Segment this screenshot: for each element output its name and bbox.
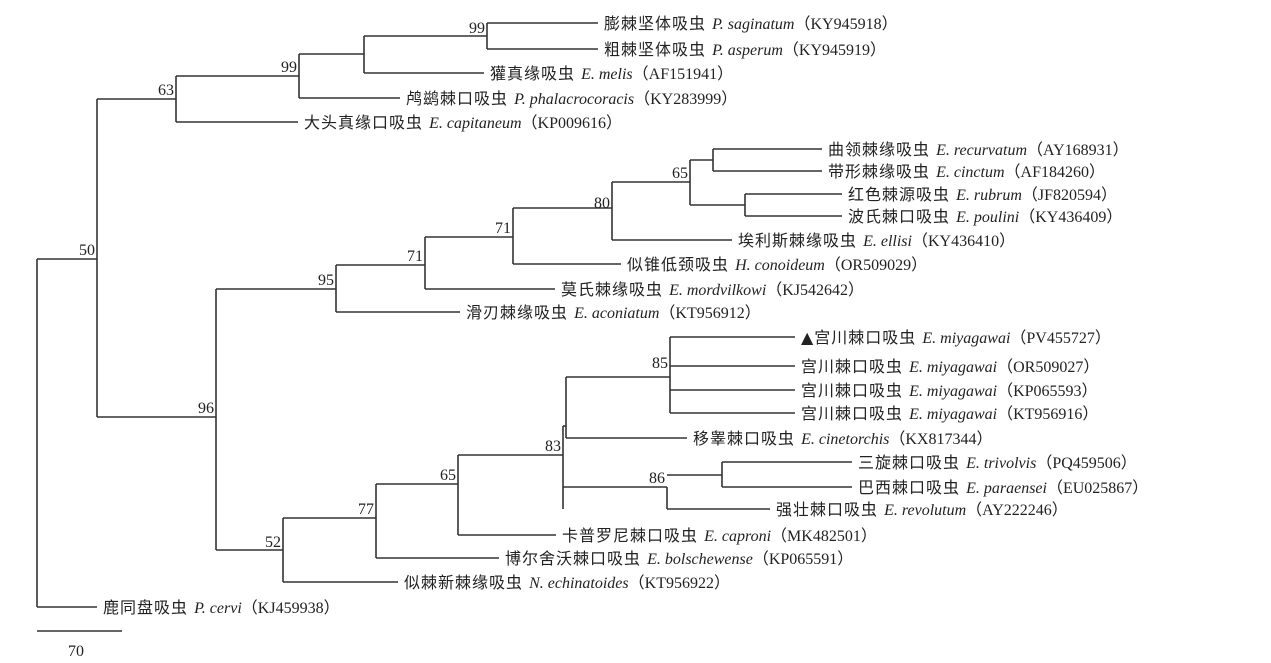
- bootstrap-value: 71: [495, 220, 511, 237]
- leaf-label: 带形棘缘吸虫 E. cinctum（AF184260）: [828, 162, 1105, 181]
- bootstrap-value: 71: [407, 248, 423, 265]
- bootstrap-value: 63: [158, 82, 174, 99]
- leaf-label: 似锥低颈吸虫 H. conoideum（OR509029）: [627, 255, 927, 274]
- bootstrap-value: 85: [652, 355, 668, 372]
- leaf-label: 三旋棘口吸虫 E. trivolvis（PQ459506）: [858, 453, 1137, 472]
- leaf-label: 波氏棘口吸虫 E. poulini（KY436409）: [848, 207, 1122, 226]
- bootstrap-value: 86: [649, 470, 665, 487]
- leaf-label: 宫川棘口吸虫 E. miyagawai（OR509027）: [801, 357, 1099, 376]
- leaf-label: 红色棘源吸虫 E. rubrum（JF820594）: [848, 185, 1117, 204]
- bootstrap-value: 80: [594, 195, 610, 212]
- bootstrap-value: 65: [440, 467, 456, 484]
- bootstrap-value: 99: [281, 59, 297, 76]
- leaf-label: 宫川棘口吸虫 E. miyagawai（KT956916）: [801, 404, 1098, 423]
- leaf-label: 似棘新棘缘吸虫 N. echinatoides（KT956922）: [404, 573, 730, 592]
- leaf-label: 埃利斯棘缘吸虫 E. ellisi（KY436410）: [738, 231, 1015, 250]
- bootstrap-value: 95: [318, 272, 334, 289]
- bootstrap-value: 83: [545, 438, 561, 455]
- leaf-label: 滑刃棘缘吸虫 E. aconiatum（KT956912）: [466, 303, 761, 322]
- leaf-label: 莫氏棘缘吸虫 E. mordvilkowi（KJ542642）: [561, 280, 864, 299]
- leaf-label: 大头真缘口吸虫 E. capitaneum（KP009616）: [304, 113, 622, 132]
- leaf-label: 强壮棘口吸虫 E. revolutum（AY222246）: [776, 500, 1068, 519]
- bootstrap-value: 50: [79, 242, 95, 259]
- leaf-label: ▲宫川棘口吸虫 E. miyagawai（PV455727）: [801, 328, 1111, 347]
- leaf-label: 曲领棘缘吸虫 E. recurvatum（AY168931）: [828, 140, 1129, 159]
- bootstrap-value: 96: [198, 400, 214, 417]
- leaf-label: 宫川棘口吸虫 E. miyagawai（KP065593）: [801, 381, 1098, 400]
- bootstrap-value: 99: [469, 20, 485, 37]
- leaf-label: 鹿同盘吸虫 P. cervi（KJ459938）: [103, 598, 340, 617]
- leaf-label: 膨棘坚体吸虫 P. saginatum（KY945918）: [604, 14, 898, 33]
- leaf-label: 鸬鹚棘口吸虫 P. phalacrocoracis（KY283999）: [406, 89, 737, 108]
- bootstrap-value: 52: [265, 534, 281, 551]
- bootstrap-value: 77: [358, 501, 374, 518]
- leaf-label: 博尔舍沃棘口吸虫 E. bolschewense（KP065591）: [505, 549, 853, 568]
- leaf-label: 卡普罗尼棘口吸虫 E. caproni（MK482501）: [562, 526, 877, 545]
- leaf-label: 粗棘坚体吸虫 P. asperum（KY945919）: [604, 40, 886, 59]
- leaf-label: 移睾棘口吸虫 E. cinetorchis（KX817344）: [693, 429, 993, 448]
- bootstrap-value: 65: [672, 165, 688, 182]
- scale-bar-label: 70: [68, 643, 84, 660]
- leaf-label: 巴西棘口吸虫 E. paraensei（EU025867）: [858, 478, 1148, 497]
- leaf-label: 獾真缘吸虫 E. melis（AF151941）: [490, 64, 733, 83]
